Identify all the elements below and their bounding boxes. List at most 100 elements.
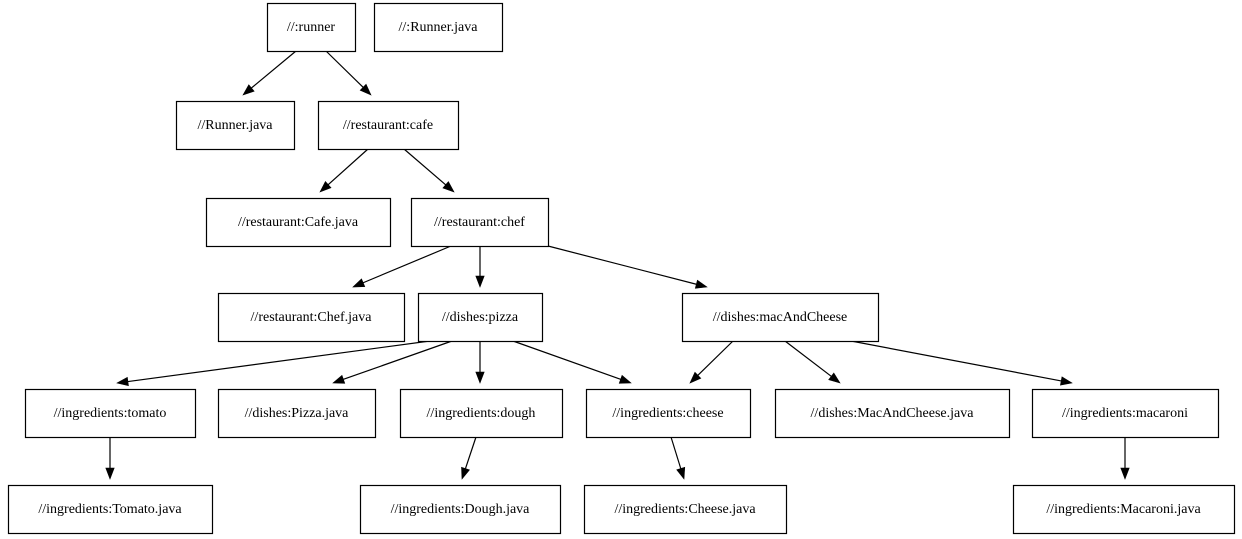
edge-line [343,340,453,380]
edge-line [327,148,369,186]
edge-line [325,50,364,88]
graph-node-ing_cheese[interactable]: //ingredients:cheese [585,388,752,439]
node-box[interactable] [205,197,392,248]
edge-dishes_pizza-to-ing_tomato [116,340,431,387]
edge-ing_tomato-to-tomato_java [105,437,115,480]
node-box[interactable] [266,2,357,53]
node-box[interactable] [681,292,880,343]
edge-line [464,436,477,469]
edge-arrowhead [475,275,485,288]
graph-node-chef_java[interactable]: //restaurant:Chef.java [217,292,406,343]
node-label: //ingredients:tomato [54,406,167,421]
node-label: //dishes:pizza [442,310,519,325]
edge-ing_macaroni-to-macaroni_java [1120,437,1130,480]
edge-dishes_mac-to-ing_macaroni [850,340,1073,386]
edge-restaurant_cafe-to-cafe_java [319,148,369,193]
edge-restaurant_chef-to-dishes_pizza [475,246,485,288]
node-box[interactable] [217,292,406,343]
node-label: //restaurant:chef [434,215,525,230]
graph-node-macaroni_java[interactable]: //ingredients:Macaroni.java [1012,484,1236,535]
node-box[interactable] [399,388,564,439]
graph-node-runner_java_root[interactable]: //:Runner.java [373,2,504,53]
node-box[interactable] [317,100,460,151]
node-box[interactable] [583,484,788,535]
graph-node-runner_java[interactable]: //Runner.java [175,100,296,151]
graph-node-tomato_java[interactable]: //ingredients:Tomato.java [7,484,214,535]
edge-line [697,340,734,376]
node-box[interactable] [7,484,214,535]
edge-dishes_mac-to-mac_java [784,340,841,384]
node-label: //restaurant:Chef.java [251,310,373,325]
edge-arrowhead [694,279,708,289]
node-box[interactable] [417,292,544,343]
edge-dishes_pizza-to-ing_dough [475,341,485,384]
edge-ing_dough-to-dough_java [461,436,477,480]
edge-arrowhead [676,466,686,480]
graph-node-pizza_java[interactable]: //dishes:Pizza.java [217,388,377,439]
node-label: //dishes:macAndCheese [713,310,848,325]
graph-node-restaurant_chef[interactable]: //restaurant:chef [410,197,550,248]
graph-node-dough_java[interactable]: //ingredients:Dough.java [359,484,562,535]
edge-arrowhead [319,181,332,193]
edge-arrowhead [242,84,255,96]
graph-node-cafe_java[interactable]: //restaurant:Cafe.java [205,197,392,248]
edge-line [547,245,697,285]
node-label: //ingredients:macaroni [1062,406,1188,421]
edge-arrowhead [475,371,485,384]
edge-arrowhead [359,83,372,96]
node-label: //:Runner.java [399,20,479,35]
node-box[interactable] [24,388,197,439]
graph-node-dishes_pizza[interactable]: //dishes:pizza [417,292,544,343]
node-box[interactable] [585,388,752,439]
edge-line [512,340,621,380]
node-label: //ingredients:Macaroni.java [1046,502,1201,517]
edge-restaurant_chef-to-dishes_mac [547,245,708,289]
node-label: //dishes:MacAndCheese.java [811,406,975,421]
edge-ing_cheese-to-cheese_java [670,436,686,480]
edge-runner-to-runner_java [242,50,297,96]
node-box[interactable] [373,2,504,53]
node-box[interactable] [217,388,377,439]
edge-line [127,340,431,383]
edge-line [784,340,832,377]
node-label: //:runner [287,20,336,35]
graph-node-runner[interactable]: //:runner [266,2,357,53]
graph-node-ing_macaroni[interactable]: //ingredients:macaroni [1031,388,1220,439]
node-box[interactable] [774,388,1011,439]
edge-line [362,245,452,284]
node-box[interactable] [359,484,562,535]
node-label: //restaurant:cafe [343,118,433,133]
node-label: //ingredients:dough [427,406,536,421]
graph-node-dishes_mac[interactable]: //dishes:macAndCheese [681,292,880,343]
edge-dishes_pizza-to-pizza_java [332,340,453,384]
graph-node-ing_tomato[interactable]: //ingredients:tomato [24,388,197,439]
nodes-layer: //:runner //:Runner.java //Runner.java //re… [7,2,1236,535]
edge-line [251,50,297,89]
node-label: //ingredients:Cheese.java [614,502,756,517]
edge-arrowhead [618,374,632,384]
node-label: //dishes:Pizza.java [245,406,350,421]
edge-arrowhead [689,371,702,384]
edge-line [403,148,447,186]
edge-arrowhead [352,278,366,288]
node-box[interactable] [410,197,550,248]
node-label: //ingredients:Dough.java [391,502,531,517]
edge-line [850,340,1062,382]
edge-arrowhead [116,376,129,387]
edge-dishes_pizza-to-ing_cheese [512,340,632,384]
node-box[interactable] [175,100,296,151]
graph-node-mac_java[interactable]: //dishes:MacAndCheese.java [774,388,1011,439]
graph-node-ing_dough[interactable]: //ingredients:dough [399,388,564,439]
edge-arrowhead [332,374,346,384]
edge-arrowhead [105,467,115,480]
node-label: //ingredients:Tomato.java [38,502,182,517]
edge-arrowhead [828,372,841,384]
node-box[interactable] [1012,484,1236,535]
edge-dishes_mac-to-ing_cheese [689,340,734,384]
node-box[interactable] [1031,388,1220,439]
edge-restaurant_cafe-to-restaurant_chef [403,148,455,193]
graph-node-cheese_java[interactable]: //ingredients:Cheese.java [583,484,788,535]
edge-arrowhead [442,181,455,193]
graph-node-restaurant_cafe[interactable]: //restaurant:cafe [317,100,460,151]
